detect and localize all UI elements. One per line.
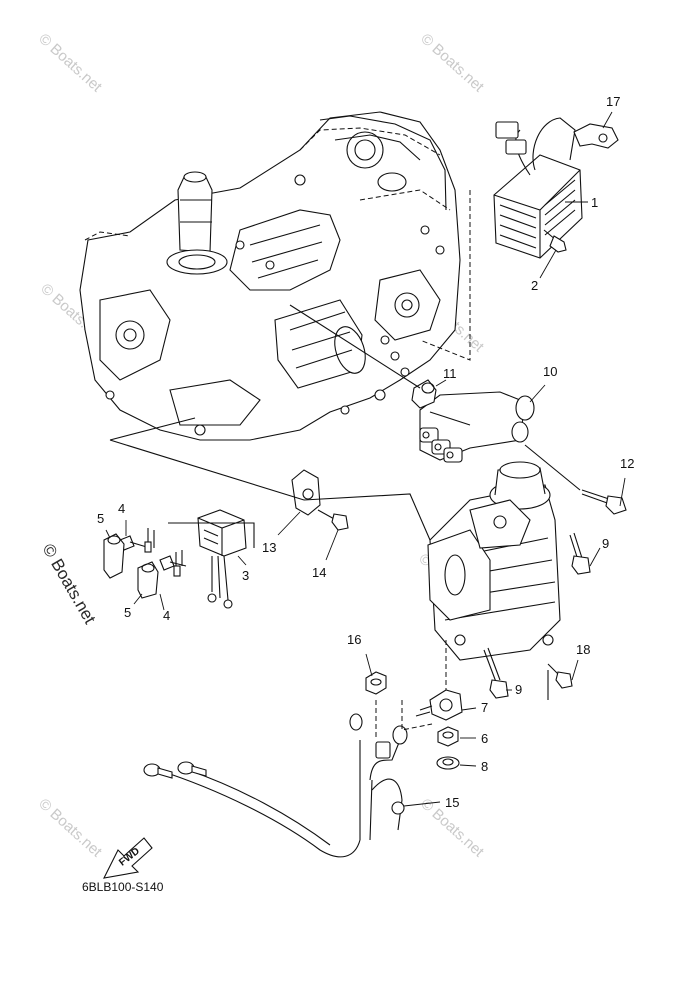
callout-6: 6 <box>481 731 488 746</box>
watermark: © Boats.net <box>35 795 105 861</box>
watermark: © Boats.net <box>417 30 487 96</box>
rectifier-regulator <box>493 117 583 259</box>
callout-5-lower: 5 <box>124 605 131 620</box>
engine-block <box>79 111 461 441</box>
bolt-14 <box>317 509 349 531</box>
clamp <box>573 123 619 149</box>
wire-harness <box>143 700 433 858</box>
callout-12: 12 <box>620 456 634 471</box>
callout-13: 13 <box>262 540 276 555</box>
callout-11: 11 <box>443 366 457 381</box>
cap-5-upper <box>103 533 125 579</box>
callout-14: 14 <box>312 565 326 580</box>
callout-17: 17 <box>606 94 620 109</box>
callout-9-lower: 9 <box>515 682 522 697</box>
nut-16 <box>365 671 387 695</box>
callout-2: 2 <box>531 278 538 293</box>
starter-motor <box>427 461 561 661</box>
bolt-18 <box>547 663 573 700</box>
starter-bracket <box>419 391 535 463</box>
callout-16: 16 <box>347 632 361 647</box>
diagram-code: 6BLB100-S140 <box>82 880 164 894</box>
callout-4-lower: 4 <box>163 608 170 623</box>
rectifier-link <box>419 190 471 361</box>
callout-18: 18 <box>576 642 590 657</box>
callout-4-upper: 4 <box>118 501 125 516</box>
connection-lines <box>109 304 581 548</box>
callout-15: 15 <box>445 795 459 810</box>
callout-7: 7 <box>481 700 488 715</box>
terminal-7 <box>415 689 463 721</box>
bolt-12 <box>581 489 627 515</box>
watermark: © Boats.net <box>35 30 105 96</box>
callout-8: 8 <box>481 759 488 774</box>
washer-8 <box>436 756 460 770</box>
small-terminals <box>144 528 183 577</box>
ignition-unit-3 <box>197 509 247 609</box>
bolt-9-upper <box>569 532 591 575</box>
callout-3: 3 <box>242 568 249 583</box>
cap-5-lower <box>137 561 159 599</box>
callout-5-upper: 5 <box>97 511 104 526</box>
nut-6 <box>437 726 459 747</box>
bolt-9-lower <box>483 647 509 699</box>
callout-1: 1 <box>591 195 598 210</box>
leader-lines <box>105 111 626 807</box>
fwd-arrow-icon: FWD <box>103 837 153 879</box>
watermark-prominent: © Boats.net <box>39 541 100 628</box>
bracket-13 <box>291 469 321 516</box>
callout-10: 10 <box>543 364 557 379</box>
bolt-2 <box>543 229 567 253</box>
callout-9-upper: 9 <box>602 536 609 551</box>
callouts: 1 2 3 4 4 5 5 6 7 8 9 9 10 11 12 13 14 1… <box>97 94 634 810</box>
